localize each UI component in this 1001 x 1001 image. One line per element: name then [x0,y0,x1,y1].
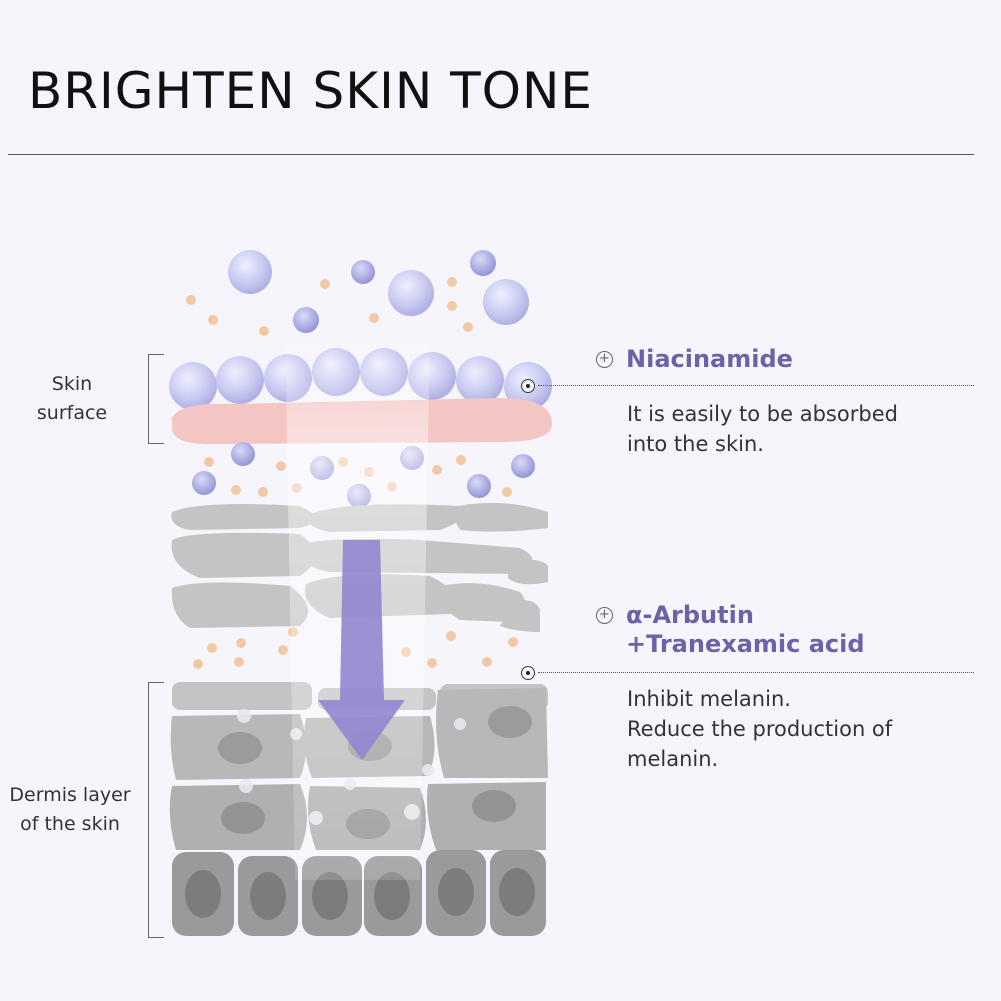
leader-line [538,385,974,386]
dermis-label: Dermis layer of the skin [9,784,131,835]
title-divider [8,154,974,155]
plus-circle-icon: + [596,607,613,624]
ingredient-description: It is easily to be absorbed into the ski… [627,402,898,456]
target-dot-icon [521,379,535,393]
skin-surface-label: Skin surface [36,373,108,424]
ingredient-description: Inhibit melanin. Reduce the production o… [627,687,893,771]
floating-molecules [228,250,529,333]
page-title: BRIGHTEN SKIN TONE [28,62,594,120]
plus-circle-icon: + [596,351,613,368]
target-dot-icon [521,666,535,680]
ingredient-name-niacinamide: Niacinamide [626,345,793,373]
dermis-bracket [148,682,164,938]
floating-particles [186,277,473,336]
leader-line [538,672,974,673]
ingredient-name-arbutin: α-Arbutin +Tranexamic acid [626,601,865,658]
skin-surface-bracket [148,354,164,444]
down-arrow-icon [318,540,405,760]
